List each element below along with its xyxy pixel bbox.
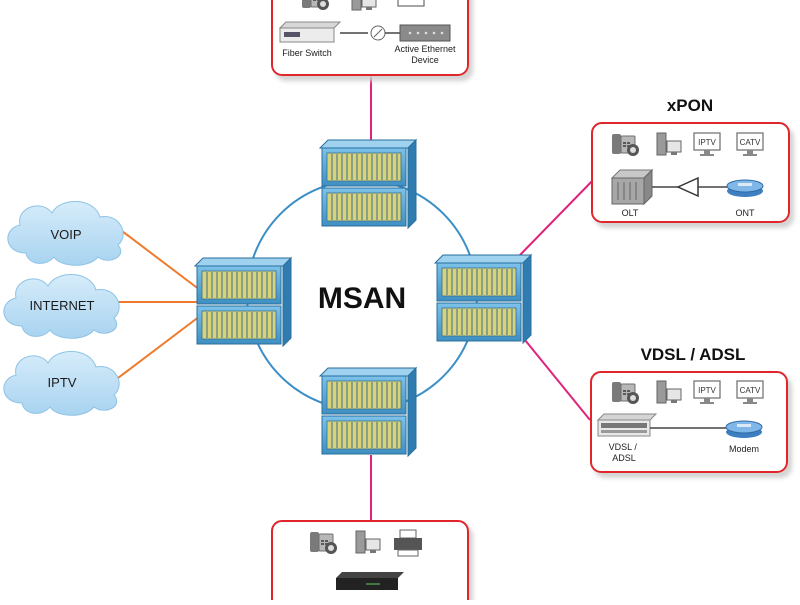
set-top-box-icon: [336, 572, 404, 590]
tv-icon: IPTV: [693, 132, 721, 157]
panel-vdsl: IPTV CATV VDSL / ADSL Modem: [590, 371, 788, 473]
link-iptv: [117, 315, 201, 379]
tv-icon: CATV: [736, 380, 764, 405]
link-xpon: [519, 174, 599, 256]
cloud-label: INTERNET: [30, 298, 95, 313]
cloud-iptv: IPTV: [3, 350, 120, 416]
modem-label: Modem: [729, 444, 759, 454]
msan-node-left: [195, 258, 291, 346]
dslam-label-line1: VDSL /: [609, 442, 638, 452]
tv-icon: [397, 0, 425, 7]
dslam-label: VDSL / ADSL: [609, 442, 640, 463]
cloud-icon: [3, 273, 120, 339]
cloud-internet: INTERNET: [3, 273, 120, 339]
dslam-label-line2: ADSL: [612, 453, 636, 463]
msan-node-right: [435, 255, 531, 343]
panel-bottom: [271, 520, 469, 605]
ont-icon: [726, 179, 764, 197]
tv-label: IPTV: [698, 386, 716, 395]
ont-label: ONT: [736, 208, 756, 218]
olt-icon: [610, 168, 654, 206]
fiber-switch-label: Fiber Switch: [282, 48, 332, 58]
link-vdsl: [524, 339, 591, 421]
modem-icon: [725, 420, 763, 438]
phone-icon: [309, 531, 338, 555]
msan-node-icon: [320, 368, 416, 456]
center-label: MSAN: [318, 282, 406, 315]
msan-node-icon: [435, 255, 531, 343]
tv-label: CATV: [740, 138, 761, 147]
fiber-switch-icon: [278, 21, 342, 43]
msan-node-icon: [195, 258, 291, 346]
tv-label: IPTV: [698, 138, 716, 147]
cloud-voip: VOIP: [7, 200, 124, 266]
vdsl-title: VDSL / ADSL: [641, 345, 746, 364]
olt-label: OLT: [622, 208, 639, 218]
cloud-icon: [3, 350, 120, 416]
ont-icon: [399, 24, 451, 42]
dslam-icon: [596, 413, 658, 437]
msan-node-bottom: [320, 368, 416, 456]
optical-splitter-icon: [370, 25, 386, 41]
tv-label: CATV: [740, 386, 761, 395]
cloud-label: VOIP: [50, 227, 81, 242]
cloud-label: IPTV: [48, 375, 77, 390]
link-voip: [117, 227, 201, 291]
tv-icon: CATV: [736, 132, 764, 157]
phone-icon: [611, 381, 640, 405]
msan-node-icon: [320, 140, 416, 228]
panel-xpon: IPTV CATV OLT ONT: [591, 122, 790, 223]
printer-icon: [394, 529, 422, 557]
msan-node-top: [320, 140, 416, 228]
xpon-title: xPON: [667, 96, 713, 115]
cloud-icon: [7, 200, 124, 266]
tv-icon: IPTV: [693, 380, 721, 405]
phone-icon: [611, 133, 640, 157]
